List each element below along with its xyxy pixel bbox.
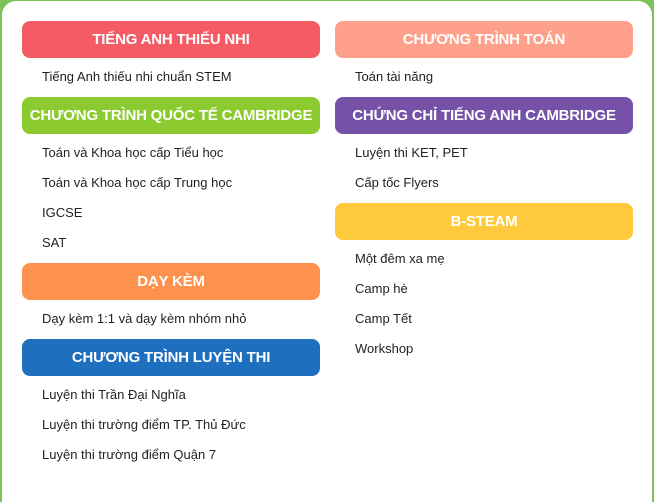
right-column: CHƯƠNG TRÌNH TOÁN Toán tài năng CHỨNG CH… [335, 21, 633, 369]
menu-item[interactable]: Toán và Khoa học cấp Tiểu học [42, 145, 224, 160]
menu-item[interactable]: Một đêm xa mẹ [355, 251, 445, 266]
section-chuong-trinh-toan: CHƯƠNG TRÌNH TOÁN Toán tài năng [335, 21, 633, 97]
menu-item[interactable]: Dạy kèm 1:1 và dạy kèm nhóm nhỏ [42, 311, 247, 326]
menu-item[interactable]: Luyện thi trường điểm TP. Thủ Đức [42, 417, 246, 432]
menu-item[interactable]: IGCSE [42, 205, 83, 220]
header-chuong-trinh-toan[interactable]: CHƯƠNG TRÌNH TOÁN [335, 21, 633, 58]
menu-item[interactable]: SAT [42, 235, 67, 250]
section-day-kem: DẠY KÈM Dạy kèm 1:1 và dạy kèm nhóm nhỏ [22, 263, 320, 339]
header-luyen-thi[interactable]: CHƯƠNG TRÌNH LUYỆN THI [22, 339, 320, 376]
menu-item[interactable]: Toán và Khoa học cấp Trung học [42, 175, 233, 190]
header-tieng-anh-thieu-nhi[interactable]: TIẾNG ANH THIẾU NHI [22, 21, 320, 58]
menu-item[interactable]: Luyện thi KET, PET [355, 145, 468, 160]
menu-item[interactable]: Luyện thi Trần Đại Nghĩa [42, 387, 186, 402]
section-luyen-thi: CHƯƠNG TRÌNH LUYỆN THI Luyện thi Trần Đạ… [22, 339, 320, 475]
header-b-steam[interactable]: B-STEAM [335, 203, 633, 240]
menu-item[interactable]: Workshop [355, 341, 414, 356]
section-tieng-anh-thieu-nhi: TIẾNG ANH THIẾU NHI Tiếng Anh thiếu nhi … [22, 21, 320, 97]
header-quoc-te-cambridge[interactable]: CHƯƠNG TRÌNH QUỐC TẾ CAMBRIDGE [22, 97, 320, 134]
left-column: TIẾNG ANH THIẾU NHI Tiếng Anh thiếu nhi … [22, 21, 320, 475]
header-chung-chi-cambridge[interactable]: CHỨNG CHỈ TIẾNG ANH CAMBRIDGE [335, 97, 633, 134]
menu-item[interactable]: Toán tài năng [355, 69, 434, 84]
section-b-steam: B-STEAM Một đêm xa mẹ Camp hè Camp Tết W… [335, 203, 633, 369]
menu-item[interactable]: Camp Tết [355, 311, 412, 326]
menu-item[interactable]: Luyện thi trường điểm Quận 7 [42, 447, 217, 462]
menu-item[interactable]: Tiếng Anh thiếu nhi chuẩn STEM [42, 69, 232, 84]
section-chung-chi-cambridge: CHỨNG CHỈ TIẾNG ANH CAMBRIDGE Luyện thi … [335, 97, 633, 203]
header-day-kem[interactable]: DẠY KÈM [22, 263, 320, 300]
section-quoc-te-cambridge: CHƯƠNG TRÌNH QUỐC TẾ CAMBRIDGE Toán và K… [22, 97, 320, 263]
menu-item[interactable]: Cấp tốc Flyers [355, 175, 439, 190]
menu-item[interactable]: Camp hè [355, 281, 408, 296]
